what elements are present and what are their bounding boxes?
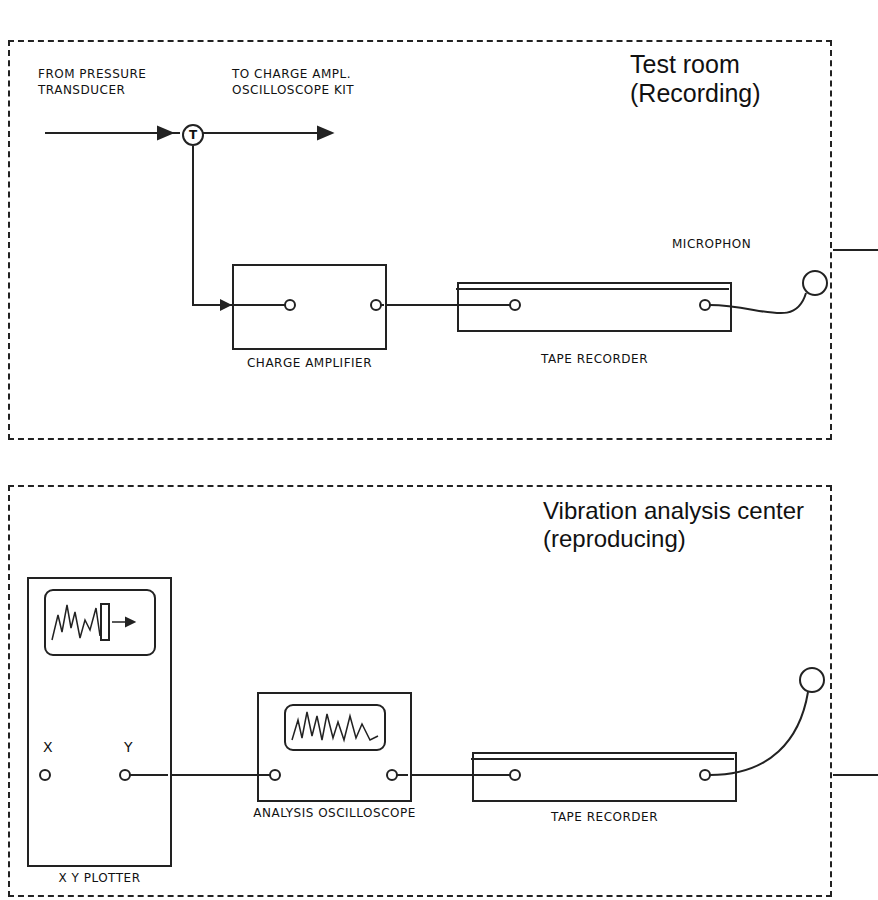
outgoing-wire <box>833 249 878 251</box>
plotter-pen <box>101 604 109 640</box>
device-label: X Y PLOTTER <box>59 871 141 885</box>
oscilloscope-box: ANALYSIS OSCILLOSCOPE <box>257 692 412 802</box>
tape-deck-lid <box>456 288 729 290</box>
tape-recorder-box: TAPE RECORDER <box>457 282 732 332</box>
signal-wire <box>471 774 510 776</box>
signal-wire <box>130 774 168 776</box>
terminal <box>40 770 50 780</box>
terminal <box>371 300 381 310</box>
device-label: ANALYSIS OSCILLOSCOPE <box>253 806 416 820</box>
arrow-head <box>158 127 172 139</box>
terminal <box>285 300 295 310</box>
microphone-label: MICROPHON <box>672 236 751 252</box>
plotter-screen <box>45 590 155 655</box>
microphone-cable <box>710 293 806 313</box>
trace <box>292 712 378 740</box>
region-title: Vibration analysis center (reproducing) <box>543 497 818 552</box>
analysis-center-region: Vibration analysis center (reproducing) X… <box>8 485 832 897</box>
microphone-cable <box>710 692 808 775</box>
region-title: Test room (Recording) <box>630 50 820 108</box>
charge-amplifier-box: CHARGE AMPLIFIER <box>232 264 387 350</box>
signal-wire <box>232 304 285 306</box>
signal-wire <box>381 304 384 306</box>
axis-input-label: X <box>43 739 53 756</box>
signal-connector <box>193 146 232 311</box>
terminal <box>387 770 397 780</box>
source-note: FROM PRESSURE TRANSDUCER <box>38 66 168 98</box>
device-label: TAPE RECORDER <box>551 810 658 824</box>
speaker <box>800 668 824 692</box>
axis-input-label: Y <box>124 739 133 756</box>
signal-connector <box>172 775 257 776</box>
junction-letter: T <box>189 128 197 142</box>
arrow-head <box>126 618 134 626</box>
destination-note: TO CHARGE AMPL. OSCILLOSCOPE KIT <box>232 66 382 98</box>
signal-wire <box>202 132 322 134</box>
terminal <box>510 770 520 780</box>
signal-wire <box>456 304 510 306</box>
terminal <box>700 300 710 310</box>
device-label: CHARGE AMPLIFIER <box>247 356 372 370</box>
signal-wire <box>397 774 408 776</box>
outgoing-wire <box>833 774 878 776</box>
tape-recorder-box: TAPE RECORDER <box>472 752 737 802</box>
signal-connector <box>412 775 472 776</box>
terminal <box>270 770 280 780</box>
tee-junction: T <box>182 124 204 146</box>
tape-deck-lid <box>471 758 734 760</box>
signal-connector <box>387 305 457 306</box>
microphone <box>803 271 827 295</box>
oscilloscope-screen <box>285 705 385 750</box>
device-label: TAPE RECORDER <box>541 352 648 366</box>
xy-plotter-box: XYX Y PLOTTER <box>27 577 172 867</box>
trace <box>52 605 100 640</box>
arrow-head <box>318 127 332 139</box>
terminal <box>510 300 520 310</box>
terminal <box>700 770 710 780</box>
terminal <box>120 770 130 780</box>
